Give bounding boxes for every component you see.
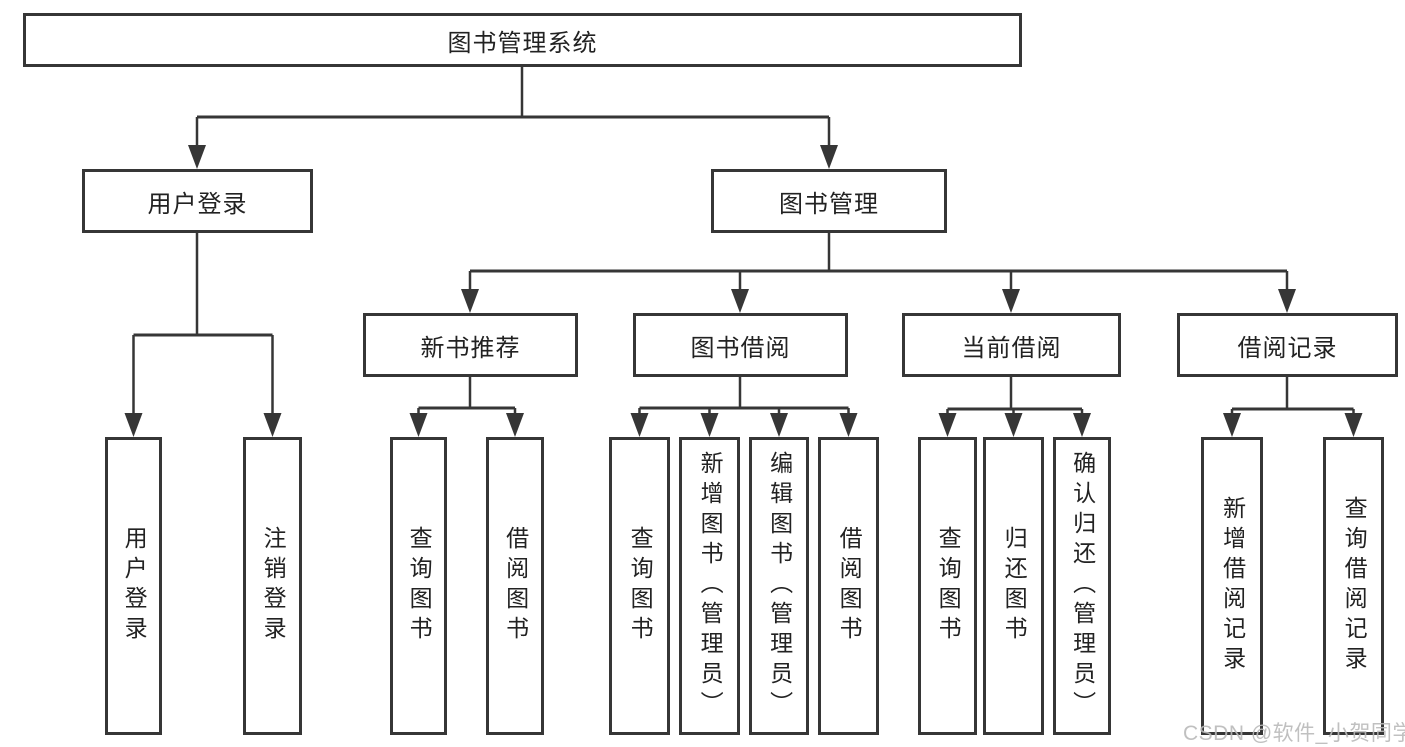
leaf-confirm-return-admin-label: 确认归还（管理员）	[1069, 451, 1096, 721]
leaf-query-book-newrec: 查询图书	[390, 437, 447, 735]
node-borrow-records-label: 借阅记录	[1237, 334, 1338, 362]
leaf-return-book: 归还图书	[983, 437, 1044, 735]
leaf-query-borrow-record-label: 查询借阅记录	[1341, 496, 1368, 676]
leaf-logout-label: 注销登录	[260, 526, 287, 646]
node-root-label: 图书管理系统	[447, 29, 598, 57]
leaf-edit-book-admin-label: 编辑图书（管理员）	[766, 451, 793, 721]
leaf-query-borrow-record: 查询借阅记录	[1323, 437, 1384, 735]
node-new-book-recommend: 新书推荐	[363, 313, 578, 377]
node-borrow-records: 借阅记录	[1177, 313, 1398, 377]
node-book-borrow: 图书借阅	[633, 313, 848, 377]
node-current-borrow-label: 当前借阅	[961, 334, 1062, 362]
node-book-management: 图书管理	[711, 169, 947, 233]
leaf-query-book-current-label: 查询图书	[935, 526, 962, 646]
node-root: 图书管理系统	[23, 13, 1022, 67]
leaf-edit-book-admin: 编辑图书（管理员）	[749, 437, 809, 735]
leaf-borrow-book-newrec: 借阅图书	[486, 437, 544, 735]
leaf-borrow-book-borrow: 借阅图书	[818, 437, 879, 735]
leaf-borrow-book-newrec-label: 借阅图书	[502, 526, 529, 646]
leaf-return-book-label: 归还图书	[1001, 526, 1028, 646]
node-user-login-label: 用户登录	[147, 190, 248, 218]
leaf-user-login-label: 用户登录	[121, 526, 148, 646]
leaf-add-borrow-record-label: 新增借阅记录	[1219, 496, 1246, 676]
node-user-login: 用户登录	[82, 169, 313, 233]
arrowheads	[124, 145, 1363, 437]
node-new-book-recommend-label: 新书推荐	[420, 334, 521, 362]
leaf-user-login: 用户登录	[105, 437, 162, 735]
leaf-query-book-newrec-label: 查询图书	[406, 526, 433, 646]
leaf-add-book-admin: 新增图书（管理员）	[679, 437, 740, 735]
leaf-query-book-borrow-label: 查询图书	[627, 526, 654, 646]
node-current-borrow: 当前借阅	[902, 313, 1121, 377]
leaf-borrow-book-borrow-label: 借阅图书	[836, 526, 863, 646]
leaf-logout: 注销登录	[243, 437, 302, 735]
leaf-query-book-borrow: 查询图书	[609, 437, 670, 735]
leaf-confirm-return-admin: 确认归还（管理员）	[1053, 437, 1111, 735]
node-book-management-label: 图书管理	[779, 190, 879, 218]
leaf-query-book-current: 查询图书	[918, 437, 977, 735]
node-book-borrow-label: 图书借阅	[690, 334, 791, 362]
csdn-watermark: CSDN @软件_小贺同学	[1183, 722, 1405, 745]
leaf-add-borrow-record: 新增借阅记录	[1201, 437, 1263, 735]
leaf-add-book-admin-label: 新增图书（管理员）	[697, 451, 724, 721]
